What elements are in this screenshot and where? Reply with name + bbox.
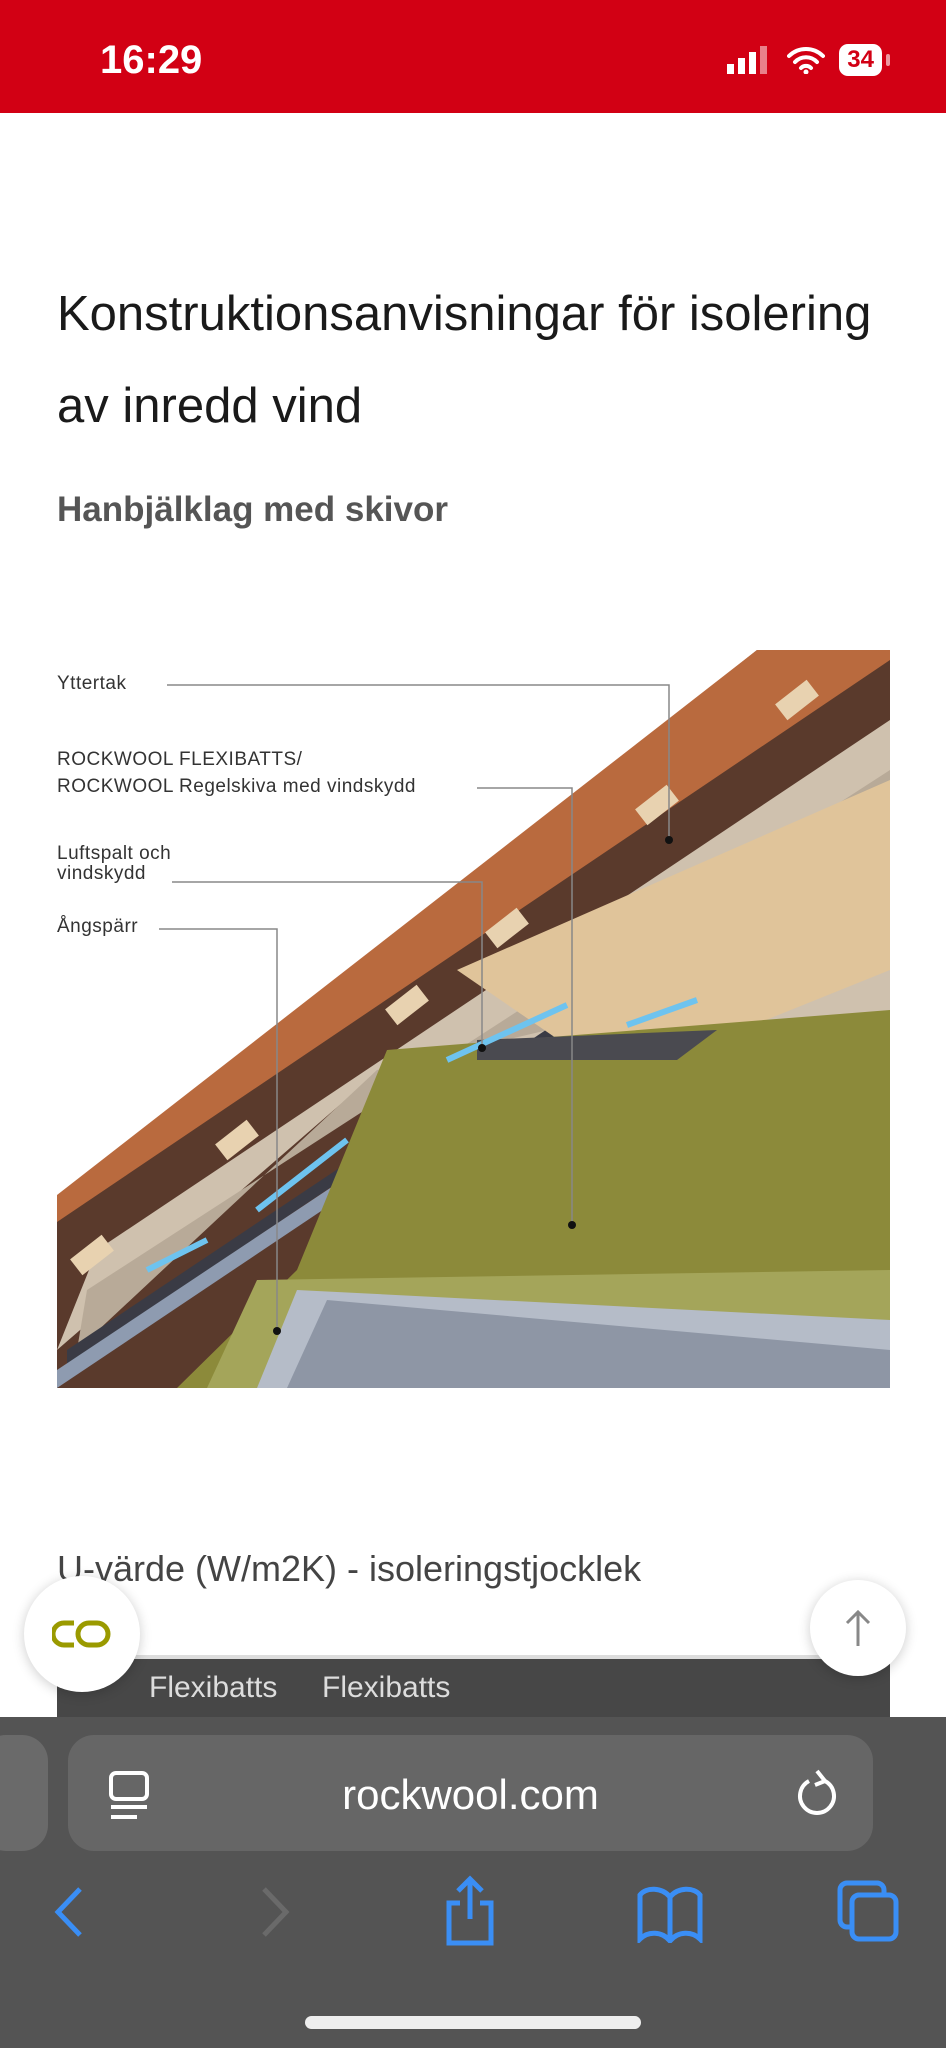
browser-toolbar: rockwool.com	[0, 1717, 946, 2048]
table-header: Flexibatts	[322, 1671, 451, 1704]
wifi-icon	[787, 46, 826, 74]
label-vindskydd: vindskydd	[57, 863, 146, 884]
label-flexibatts: ROCKWOOL FLEXIBATTS/	[57, 749, 303, 770]
logo-icon	[52, 1620, 111, 1648]
reader-view-icon[interactable]	[108, 1771, 150, 1819]
tabs-icon[interactable]	[836, 1879, 900, 1943]
home-indicator	[305, 2016, 641, 2029]
address-bar[interactable]: rockwool.com	[68, 1735, 873, 1851]
reload-icon[interactable]	[795, 1767, 839, 1819]
bookmarks-icon[interactable]	[636, 1885, 704, 1943]
chat-button[interactable]	[24, 1576, 140, 1692]
table-header: Flexibatts	[149, 1671, 278, 1704]
back-icon[interactable]	[52, 1885, 86, 1939]
previous-tab-pill[interactable]	[0, 1735, 48, 1851]
roof-illustration	[57, 650, 890, 1388]
page-title: Konstruktionsanvisningar för isolering a…	[57, 287, 872, 433]
label-regelskiva: ROCKWOOL Regelskiva med vindskydd	[57, 776, 416, 797]
label-angsparr: Ångspärr	[57, 916, 139, 937]
battery-indicator: 34	[839, 44, 890, 76]
status-bar: 16:29 34	[0, 0, 946, 113]
scroll-to-top-button[interactable]	[810, 1580, 906, 1676]
page-subtitle: Hanbjälklag med skivor	[57, 490, 448, 529]
status-time: 16:29	[100, 38, 203, 82]
forward-icon[interactable]	[258, 1885, 292, 1939]
label-luftspalt: Luftspalt och	[57, 843, 172, 864]
roof-construction-diagram: Yttertak ROCKWOOL FLEXIBATTS/ ROCKWOOL R…	[57, 650, 890, 1388]
label-yttertak: Yttertak	[57, 673, 127, 694]
arrow-up-icon	[845, 1609, 871, 1646]
cellular-signal-icon	[727, 46, 768, 74]
u-value-heading: U-värde (W/m2K) - isoleringstjocklek	[57, 1548, 642, 1589]
url-text[interactable]: rockwool.com	[342, 1771, 599, 1818]
share-icon[interactable]	[443, 1875, 497, 1947]
